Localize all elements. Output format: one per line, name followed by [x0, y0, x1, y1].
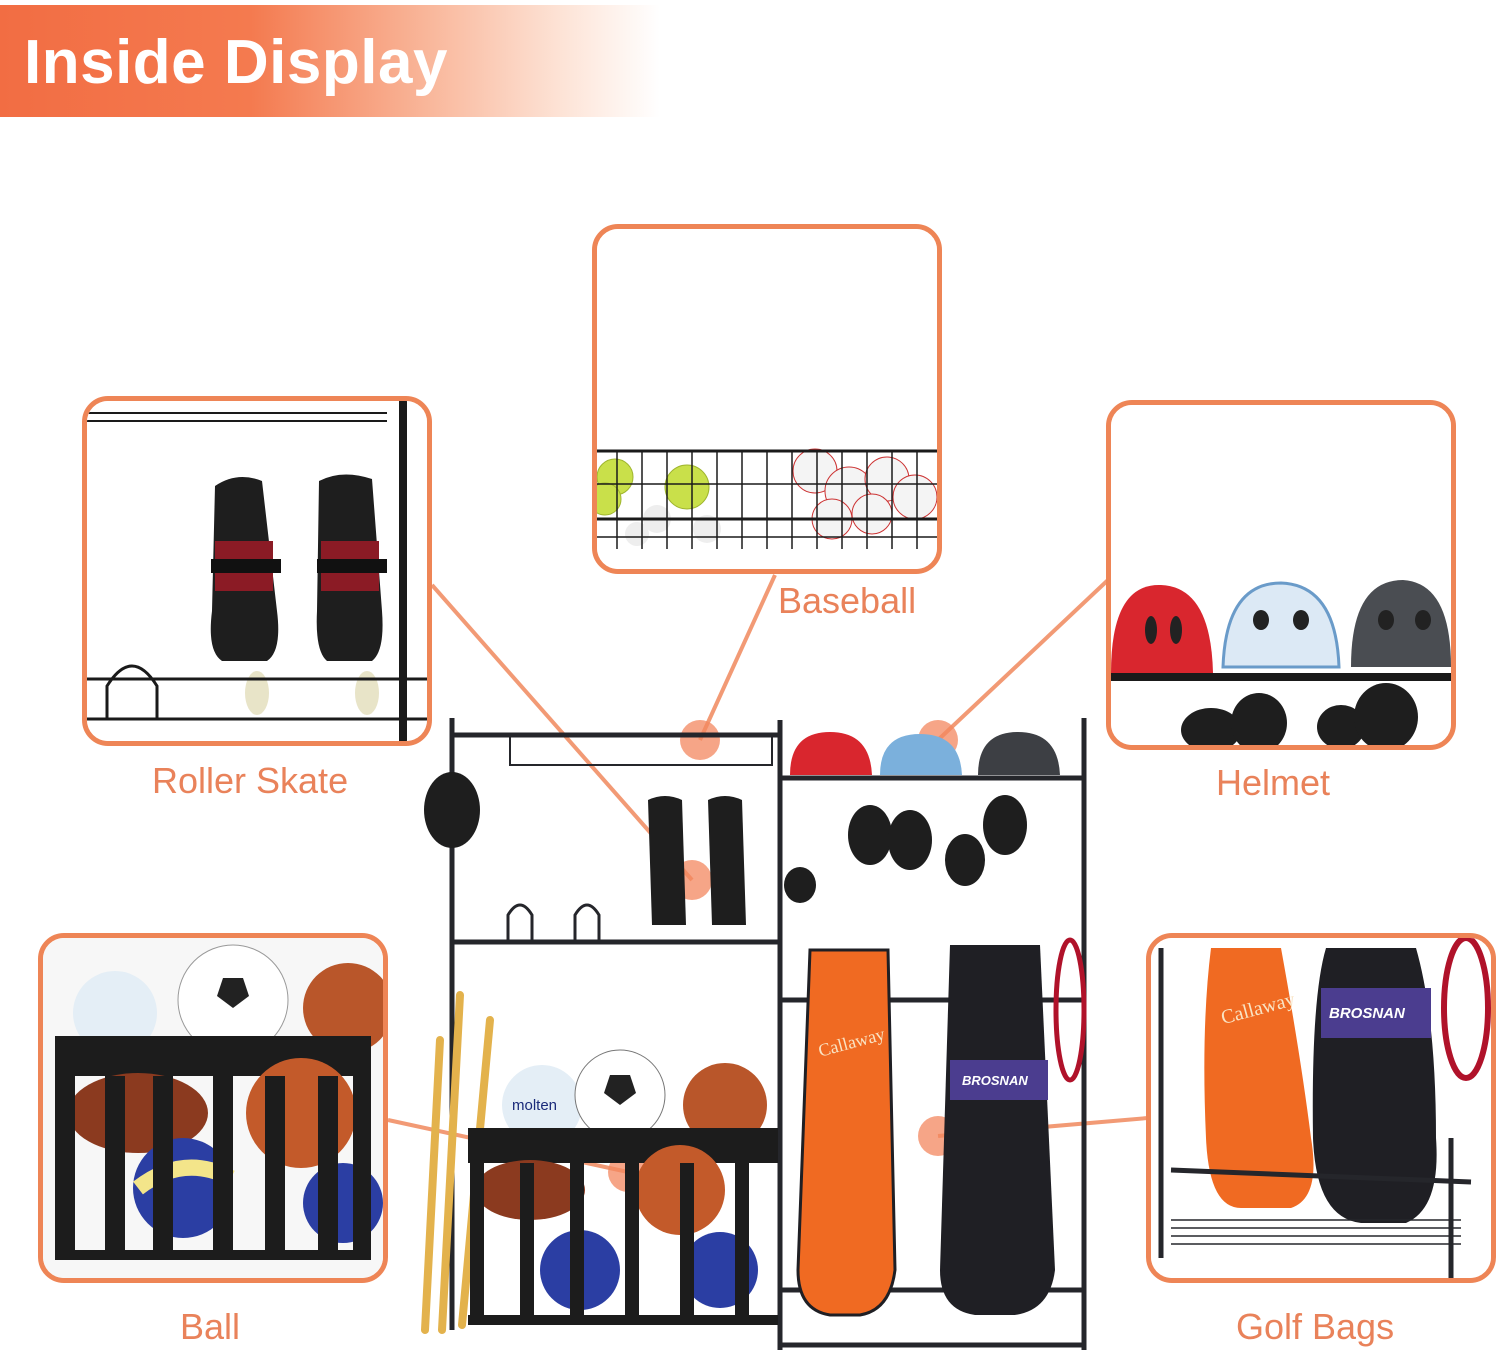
skate-left [210, 477, 281, 715]
ball-basket-image [597, 229, 937, 569]
roller-skate-image [87, 401, 427, 741]
helmet-image [1111, 405, 1451, 745]
ball-bag-image [43, 938, 383, 1278]
banner-title: Inside Display [24, 28, 448, 97]
rack-brosnan-text: BROSNAN [962, 1073, 1028, 1088]
brosnan-brand-text: BROSNAN [1329, 1005, 1406, 1022]
callout-baseball [592, 224, 942, 574]
label-helmet: Helmet [1216, 762, 1331, 803]
golf-bag-image: Callaway BROSNAN [1151, 938, 1491, 1278]
label-golf-bags: Golf Bags [1236, 1306, 1395, 1347]
label-baseball: Baseball [778, 580, 917, 621]
skate-right [316, 474, 387, 715]
rack-molten-text: molten [512, 1097, 557, 1114]
product-rack-image: Callaway BROSNAN molten [390, 710, 1100, 1356]
label-roller-skate: Roller Skate [152, 760, 349, 801]
label-ball: Ball [180, 1306, 241, 1347]
callout-helmet [1106, 400, 1456, 750]
callout-ball [38, 933, 388, 1283]
header-banner: Inside Display [0, 5, 660, 117]
callout-roller-skate [82, 396, 432, 746]
callout-golf-bags: Callaway BROSNAN [1146, 933, 1496, 1283]
